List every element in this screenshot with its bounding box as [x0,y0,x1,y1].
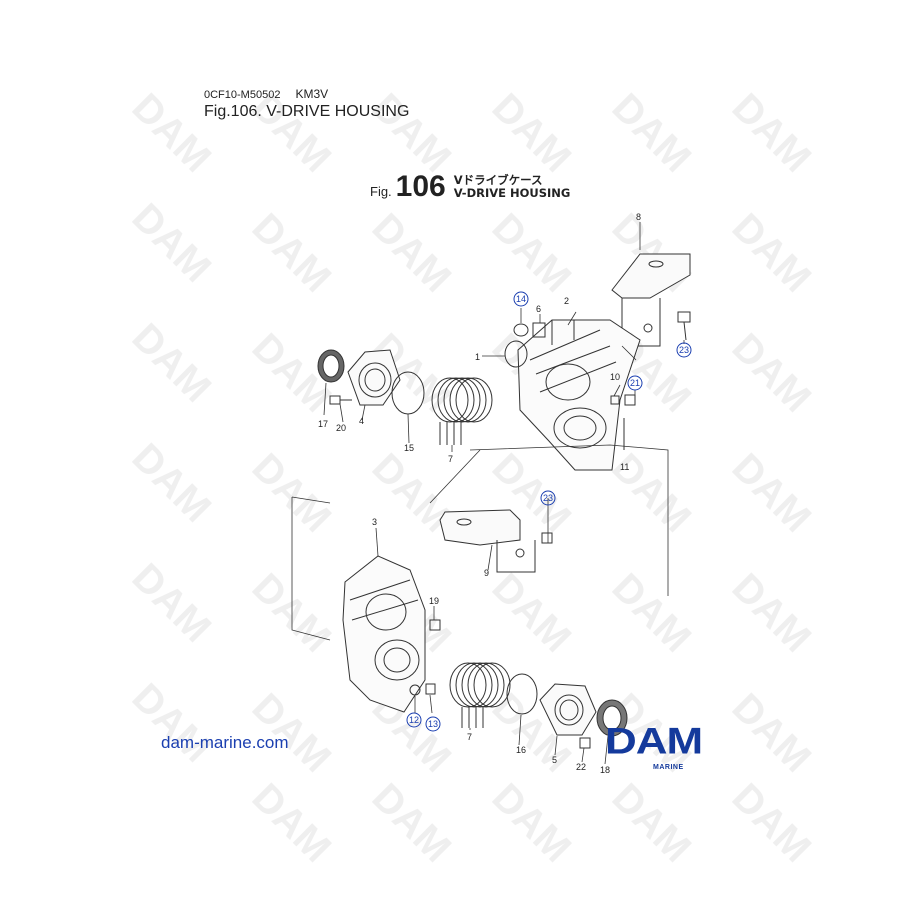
callout-1: 1 [475,352,480,362]
gear-stack-upper [431,377,493,445]
bracket-middle [439,509,536,573]
watermark-text: DAM [724,775,820,871]
retainer-lower [539,683,597,736]
callout-23-middle: 23 [543,493,553,503]
callout-2: 2 [564,296,569,306]
callout-7-upper: 7 [448,454,453,464]
figure-title-english: V-DRIVE HOUSING [453,186,571,200]
seal-lower [596,699,628,737]
seal-upper [317,349,345,383]
callout-4: 4 [359,416,364,426]
watermark-text: DAM [484,565,580,661]
watermark-text: DAM [484,205,580,301]
housing-lower [342,555,426,713]
watermark-text: DAM [124,555,220,651]
callout-6: 6 [536,304,541,314]
ring-14 [513,323,529,337]
callout-13: 13 [428,719,438,729]
callout-8: 8 [636,212,641,222]
logo-text: DAM [605,720,703,763]
washer-10 [610,395,620,405]
watermark-text: DAM [604,775,700,871]
figure-heading: Fig. 106 Vドライブケース V-DRIVE HOUSING [370,172,570,202]
watermark-text: DAM [604,565,700,661]
watermark-text: DAM [724,445,820,541]
watermark-text: DAM [604,445,700,541]
callout-16: 16 [516,745,526,755]
figure-titles: Vドライブケース V-DRIVE HOUSING [454,174,571,200]
watermark-text: DAM [604,85,700,181]
callout-18: 18 [600,765,610,775]
callout-21: 21 [630,378,640,388]
watermark-text: DAM [244,775,340,871]
watermark-text: DAM [244,565,340,661]
callout-20: 20 [336,423,346,433]
watermark-text: DAM [364,205,460,301]
callout-5: 5 [552,755,557,765]
bolt-mid [541,532,553,544]
gear-stack-lower [449,662,511,728]
watermark-text: DAM [724,85,820,181]
callout-10: 10 [610,372,620,382]
callout-7-lower: 7 [467,732,472,742]
figure-title-japanese: Vドライブケース [453,173,543,187]
watermark-text: DAM [124,315,220,411]
callout-14: 14 [516,294,526,304]
watermark-text: DAM [244,205,340,301]
watermark-text: DAM [364,85,460,181]
bush-6 [532,322,546,338]
watermark-text: DAM [244,445,340,541]
nut-13 [425,683,436,695]
document-code-line: 0CF10-M50502 KM3V [204,87,340,101]
seal-1 [504,340,528,368]
document-code: 0CF10-M50502 [204,89,281,101]
watermark-text: DAM [724,325,820,421]
watermark-text: DAM [484,775,580,871]
bolt-22 [579,737,591,749]
dam-marine-logo: DAM MARINE [605,723,740,778]
page-title: Fig.106. V-DRIVE HOUSING [204,103,410,120]
retainer-upper [347,349,401,406]
website-link[interactable]: dam-marine.com [161,733,289,752]
callout-12: 12 [409,715,419,725]
callout-23-upper: 23 [679,345,689,355]
bracket-upper [611,253,691,347]
bolt-21 [624,394,636,406]
watermark-text: DAM [124,435,220,531]
watermark-text: DAM [724,205,820,301]
housing-upper [517,319,641,471]
bolt-19 [429,619,441,631]
watermark-text: DAM [124,195,220,291]
callout-9: 9 [484,568,489,578]
logo-subtitle: MARINE [653,764,684,771]
watermark-text: DAM [484,85,580,181]
watermark-text: DAM [364,775,460,871]
figure-prefix: Fig. [370,184,392,199]
circled-callouts: 14 23 21 23 12 13 [406,291,692,732]
bolt-upper [677,311,691,341]
callout-22: 22 [576,762,586,772]
callout-3: 3 [372,517,377,527]
watermark-text: DAM [124,675,220,771]
bolt-20 [329,395,352,405]
figure-number: 106 [395,170,446,203]
washer-12 [409,684,421,696]
callout-17: 17 [318,419,328,429]
callout-19: 19 [429,596,439,606]
callout-15: 15 [404,443,414,453]
engine-model: KM3V [295,87,329,101]
watermark-text: DAM [724,565,820,661]
o-ring-lower [506,673,538,715]
callout-11: 11 [620,462,629,472]
